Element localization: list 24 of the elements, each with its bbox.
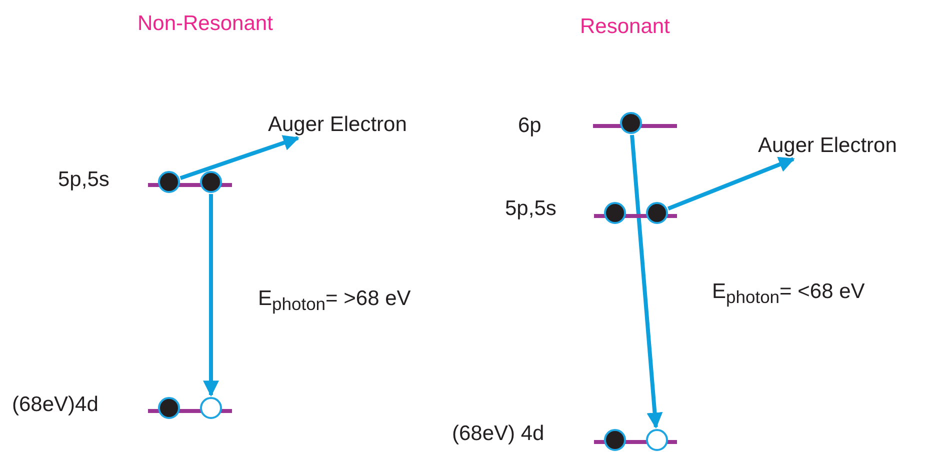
energy-level-label: (68eV)4d [12, 393, 98, 416]
electron [604, 429, 626, 451]
particle-label: Auger Electron [758, 134, 897, 158]
energy-level-label: (68eV) 4d [452, 422, 544, 446]
photon-energy-label: E$_{photon}$= >68 eV [258, 287, 411, 314]
energy-level-label: 6p [518, 114, 542, 138]
arrow [203, 194, 219, 397]
panel-heading: Non-Resonant [138, 12, 273, 36]
electron-hole [200, 397, 222, 419]
arrow [180, 135, 300, 180]
energy-level-label: 5p,5s [505, 197, 556, 220]
electron [158, 171, 180, 193]
arrow [667, 156, 795, 210]
electron [158, 397, 180, 419]
electron-hole [646, 429, 668, 451]
electron [200, 171, 222, 193]
electron [604, 202, 626, 224]
panel-heading: Resonant [580, 15, 670, 38]
electron [620, 112, 642, 134]
arrow [630, 134, 663, 429]
photon-energy-label: E$_{photon}$= <68 eV [712, 280, 865, 308]
energy-level-label: 5p,5s [58, 168, 110, 192]
electron [646, 202, 668, 224]
particle-label: Auger Electron [268, 113, 407, 136]
